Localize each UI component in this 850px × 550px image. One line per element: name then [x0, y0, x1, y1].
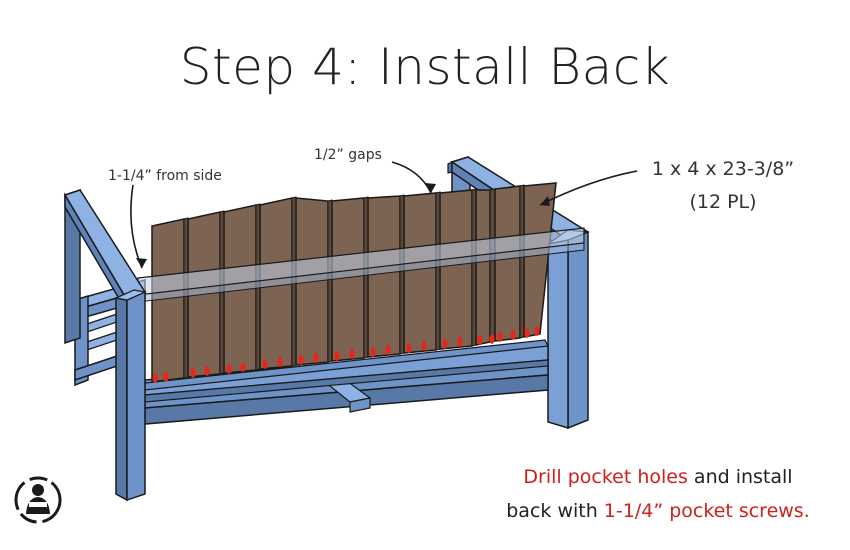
gaps-label: 1/2” gaps [314, 147, 382, 163]
woodworker-logo-icon [14, 476, 62, 524]
instruction-highlight-screws: 1-1/4” pocket screws. [603, 500, 810, 522]
dimension-label: 1 x 4 x 23-3/8” (12 PL) [633, 153, 813, 219]
instruction-text: Drill pocket holes and install back with… [478, 460, 838, 528]
instruction-line-2: back with 1-1/4” pocket screws. [478, 494, 838, 528]
dimension-leader [539, 170, 638, 206]
pocket-holes [152, 326, 540, 383]
instruction-line-1: Drill pocket holes and install [478, 460, 838, 494]
piece-count: (12 PL) [689, 191, 757, 213]
gaps-leader [391, 161, 432, 194]
instruction-text-2: back with [506, 500, 604, 522]
instruction-text-1: and install [687, 466, 793, 488]
instruction-highlight-drill: Drill pocket holes [523, 466, 688, 488]
dimension-arrowhead [540, 196, 550, 206]
leader-arrowheads [136, 183, 550, 268]
side-offset-label: 1-1/4” from side [108, 168, 222, 184]
back-slats [151, 182, 557, 383]
left-front-leg [113, 289, 148, 502]
right-front-leg [547, 229, 589, 430]
left-arm-rail [63, 189, 147, 315]
side-offset-leader [130, 184, 143, 269]
gaps-arrowhead [425, 183, 436, 193]
side-offset-arrowhead [136, 258, 147, 268]
board-size: 1 x 4 x 23-3/8” [651, 158, 795, 180]
page-title: Step 4: Install Back [179, 38, 671, 96]
